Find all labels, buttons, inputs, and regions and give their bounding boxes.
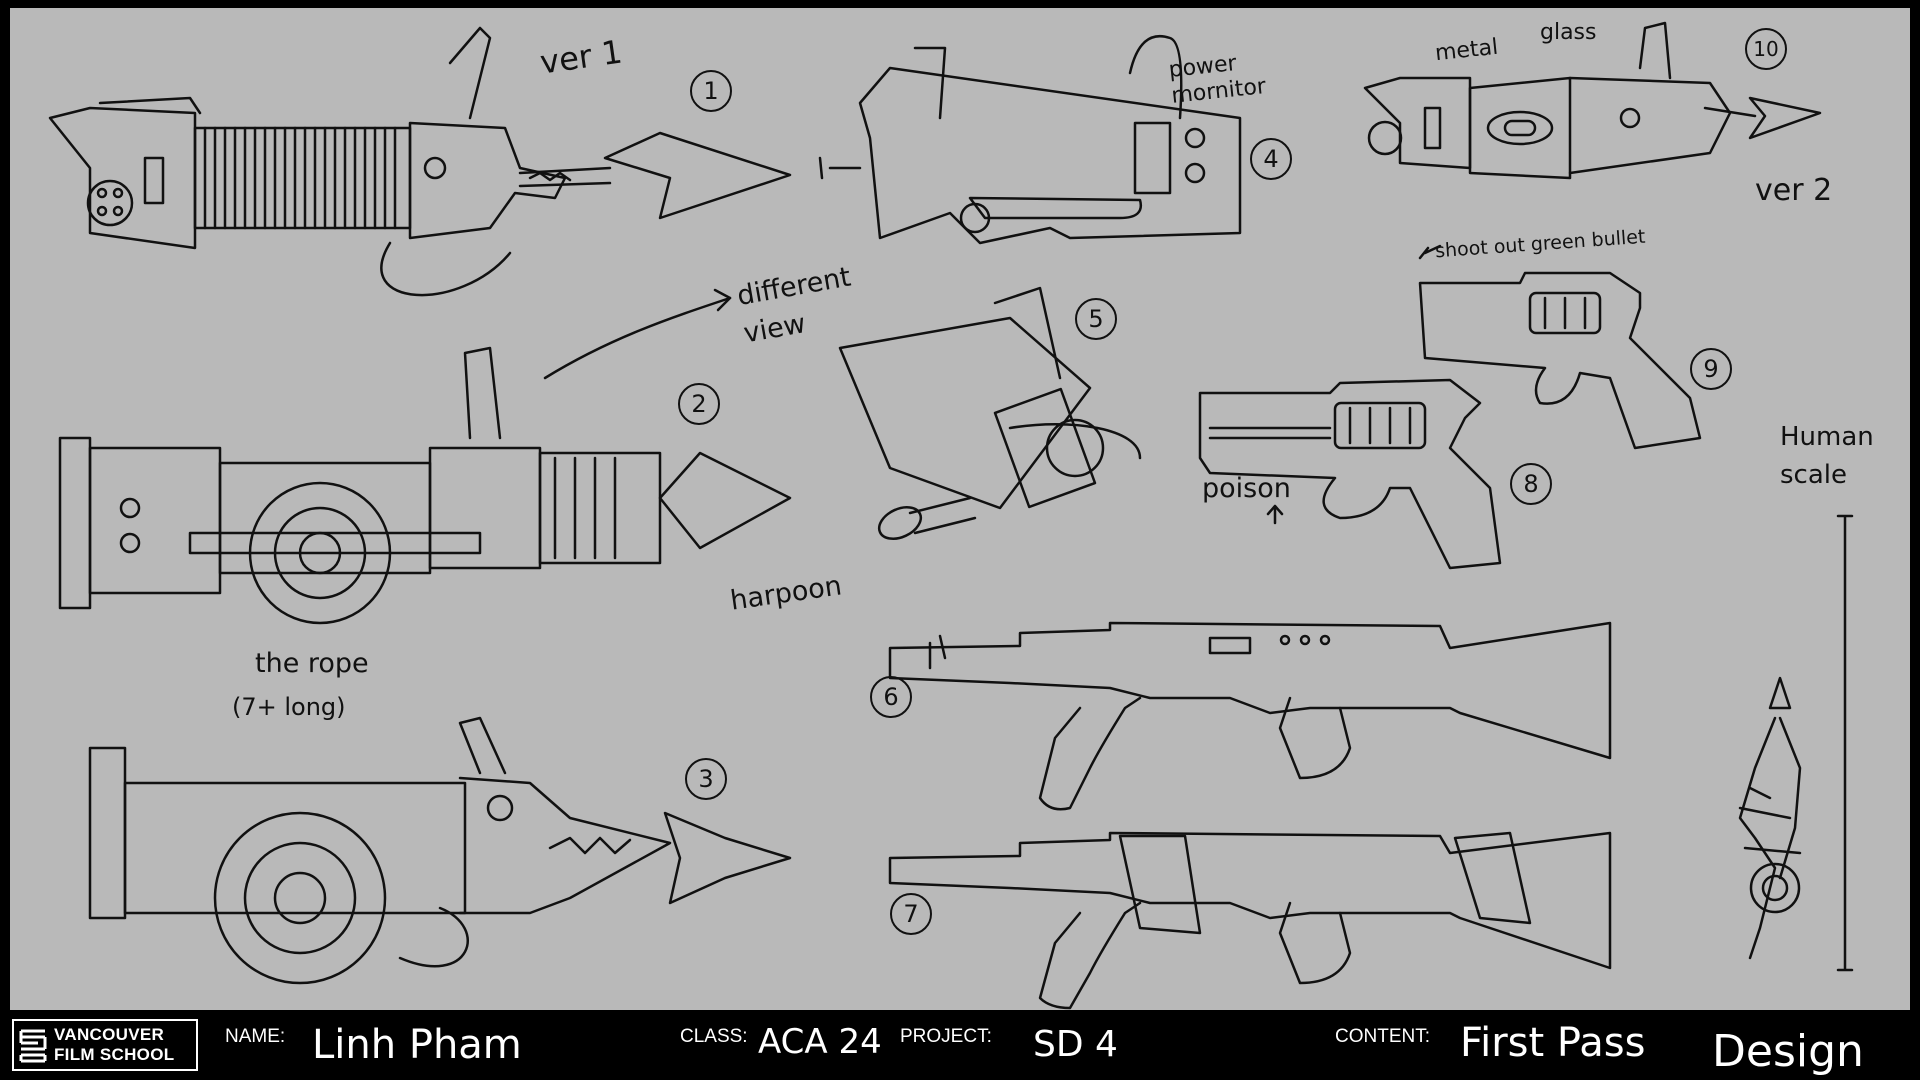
logo-text-line1: VANCOUVER	[54, 1025, 165, 1044]
sketch-number-3: 3	[685, 758, 727, 800]
harpoon-gun-jaw-sketch	[88, 716, 792, 985]
sketch-number-5: 5	[1075, 298, 1117, 340]
annotation-human-scale: Human scale	[1780, 422, 1874, 490]
revolver-green-bullet-sketch	[1418, 244, 1702, 450]
content-value-2: Design	[1712, 1026, 1864, 1077]
energy-gun-sketch	[838, 286, 1142, 540]
revolver-poison-sketch	[1198, 378, 1502, 570]
vfs-logo: VANCOUVER FILM SCHOOL	[12, 1019, 198, 1071]
annotation-the-rope: the rope	[255, 648, 369, 679]
compact-gun-sketch	[818, 35, 1242, 245]
annotation-poison: poison	[1202, 473, 1291, 504]
annotation-rope-length: (7+ long)	[232, 693, 346, 721]
harpoon-gun-ver2-sketch	[1363, 21, 1822, 180]
project-value: SD 4	[1033, 1024, 1118, 1065]
sketch-number-4: 4	[1250, 138, 1292, 180]
sketch-number-2: 2	[678, 383, 720, 425]
sketch-number-6: 6	[870, 676, 912, 718]
sketch-number-1: 1	[690, 70, 732, 112]
harpoon-gun-side-view-sketch	[58, 288, 792, 625]
class-value: ACA 24	[758, 1022, 882, 1062]
logo-text-line2: FILM SCHOOL	[54, 1045, 175, 1064]
annotation-ver2: ver 2	[1755, 173, 1833, 208]
sketch-number-10: 10	[1745, 28, 1787, 70]
content-value: First Pass	[1460, 1020, 1646, 1066]
sketch-sheet: ver 1 ver 2 different view harpoon the r…	[10, 8, 1910, 1010]
weapon-sketches	[48, 21, 1854, 1010]
name-label: NAME:	[225, 1026, 286, 1047]
content-label: CONTENT:	[1335, 1026, 1430, 1047]
sketch-number-7: 7	[890, 893, 932, 935]
sketch-number-9: 9	[1690, 348, 1732, 390]
annotation-power-monitor: power mornitor	[1167, 50, 1268, 109]
footer-bar: VANCOUVER FILM SCHOOL NAME: Linh Pham CL…	[0, 1012, 1920, 1080]
sketch-number-8: 8	[1510, 463, 1552, 505]
rifle-sketch-7	[888, 831, 1612, 1010]
project-label: PROJECT:	[900, 1026, 992, 1047]
vfs-logo-mark-icon	[19, 1029, 47, 1063]
harpoon-gun-ver1-sketch	[48, 26, 792, 297]
name-value: Linh Pham	[312, 1022, 522, 1068]
human-scale-sketch	[1738, 514, 1854, 972]
annotation-glass: glass	[1540, 20, 1597, 45]
rifle-sketch-6	[888, 621, 1612, 811]
class-label: CLASS:	[680, 1026, 748, 1047]
